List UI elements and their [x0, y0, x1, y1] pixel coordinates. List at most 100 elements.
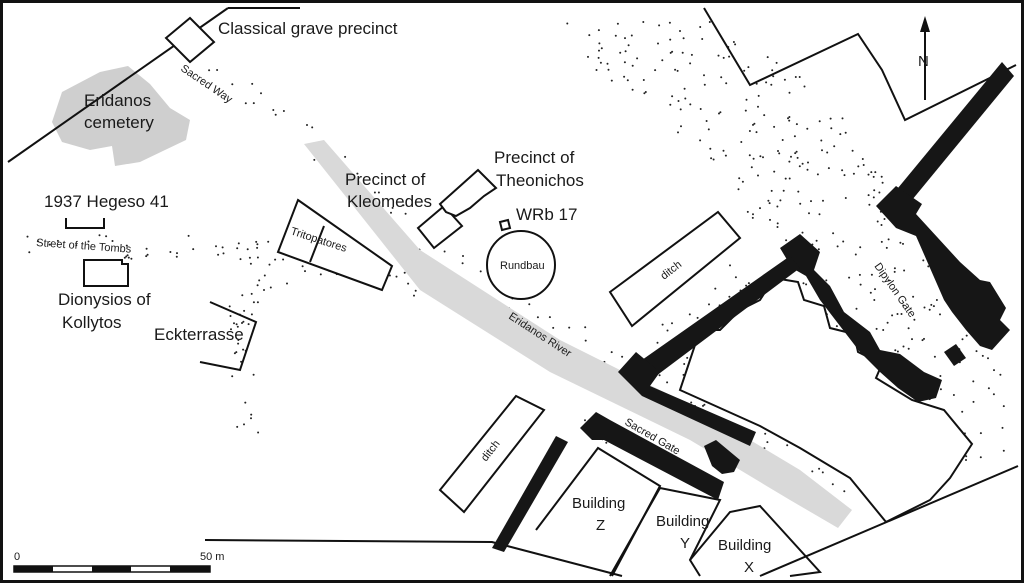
road-dot	[857, 165, 860, 168]
road-dot	[217, 253, 220, 256]
road-dot	[256, 256, 259, 259]
road-dot	[928, 308, 931, 311]
road-dot	[798, 76, 801, 78]
road-dot	[935, 299, 938, 301]
road-dot	[825, 279, 828, 282]
eckterrasse-structure	[199, 301, 258, 372]
road-dot	[26, 235, 29, 238]
road-dot	[810, 200, 812, 203]
label-classical-grave-precinct: Classical grave precinct	[218, 19, 398, 38]
road-dot	[793, 135, 796, 138]
road-dot	[658, 374, 661, 377]
road-dot	[256, 243, 259, 246]
label-wrb-17: WRb 17	[516, 205, 577, 224]
road-dot	[311, 126, 314, 129]
road-dot	[235, 323, 238, 326]
road-dot	[773, 170, 776, 173]
road-dot	[666, 381, 669, 384]
eridanos-river-band	[304, 140, 852, 528]
road-dot	[304, 270, 306, 273]
road-dot	[788, 177, 791, 180]
road-dot	[250, 292, 253, 295]
road-dot	[587, 55, 589, 58]
road-dot	[233, 352, 236, 355]
road-dot	[630, 34, 633, 37]
road-dot	[1002, 449, 1005, 452]
road-dot	[764, 432, 767, 435]
road-dot	[656, 341, 659, 344]
road-dot	[244, 401, 247, 404]
road-dot	[939, 388, 942, 391]
road-dot	[676, 69, 679, 72]
road-dot	[722, 149, 725, 152]
road-dot	[769, 218, 771, 221]
road-dot	[230, 328, 232, 331]
north-arrow: N	[918, 16, 930, 100]
road-dot	[125, 255, 128, 258]
road-dot	[874, 171, 877, 174]
road-dot	[344, 155, 347, 158]
road-dot	[872, 196, 875, 199]
label-eridanos-cemetery-1: Eridanos	[84, 91, 151, 110]
road-dot	[873, 189, 876, 192]
road-dot	[666, 329, 669, 332]
road-dot	[878, 191, 881, 194]
road-dot	[891, 314, 894, 317]
road-dot	[145, 255, 148, 258]
road-dot	[767, 199, 770, 202]
road-dot	[243, 423, 245, 426]
road-dot	[680, 125, 682, 128]
label-dionysios-2: Kollytos	[62, 313, 122, 332]
road-dot	[933, 355, 936, 358]
road-dot	[614, 34, 617, 37]
road-dot	[274, 113, 277, 116]
road-dot	[859, 283, 862, 286]
road-dot	[728, 295, 731, 298]
road-dot	[832, 232, 835, 235]
road-dot	[893, 267, 896, 270]
ditch-upper	[608, 210, 742, 328]
road-dot	[770, 83, 773, 86]
road-dot	[932, 305, 935, 308]
road-dot	[766, 56, 769, 59]
road-dot	[231, 375, 234, 378]
road-dot	[252, 373, 255, 376]
road-dot	[777, 150, 779, 152]
road-dot	[239, 258, 242, 261]
road-dot	[788, 119, 791, 122]
road-dot	[740, 141, 743, 143]
road-dot	[699, 26, 702, 28]
road-dot	[880, 175, 883, 178]
road-dot	[242, 320, 245, 323]
road-dot	[747, 66, 750, 69]
road-dot	[258, 279, 261, 282]
road-dot	[705, 120, 708, 122]
road-dot	[313, 158, 316, 161]
road-dot	[841, 169, 844, 172]
road-dot	[584, 419, 586, 422]
road-dot	[900, 313, 903, 315]
road-dot	[821, 149, 823, 152]
dionysios-structure	[83, 259, 129, 287]
road-dot	[815, 239, 818, 242]
site-boundary-south	[204, 539, 623, 577]
scale-start-label: 0	[14, 551, 20, 563]
road-dot	[765, 81, 768, 84]
road-dot	[390, 211, 392, 214]
road-dot	[402, 204, 405, 207]
road-dot	[923, 337, 925, 340]
label-building-x-2: X	[744, 559, 754, 576]
road-dot	[993, 369, 995, 372]
road-dot	[391, 206, 394, 209]
road-dot	[176, 252, 178, 255]
road-dot	[734, 43, 737, 46]
road-dot	[699, 108, 702, 110]
road-dot	[263, 289, 265, 291]
road-dot	[882, 329, 885, 331]
road-dot	[268, 263, 271, 266]
road-dot	[606, 62, 609, 65]
road-dot	[674, 68, 677, 71]
label-building-x-1: Building	[718, 537, 771, 554]
kleomedes-precinct	[416, 204, 464, 250]
road-dot	[272, 109, 275, 111]
